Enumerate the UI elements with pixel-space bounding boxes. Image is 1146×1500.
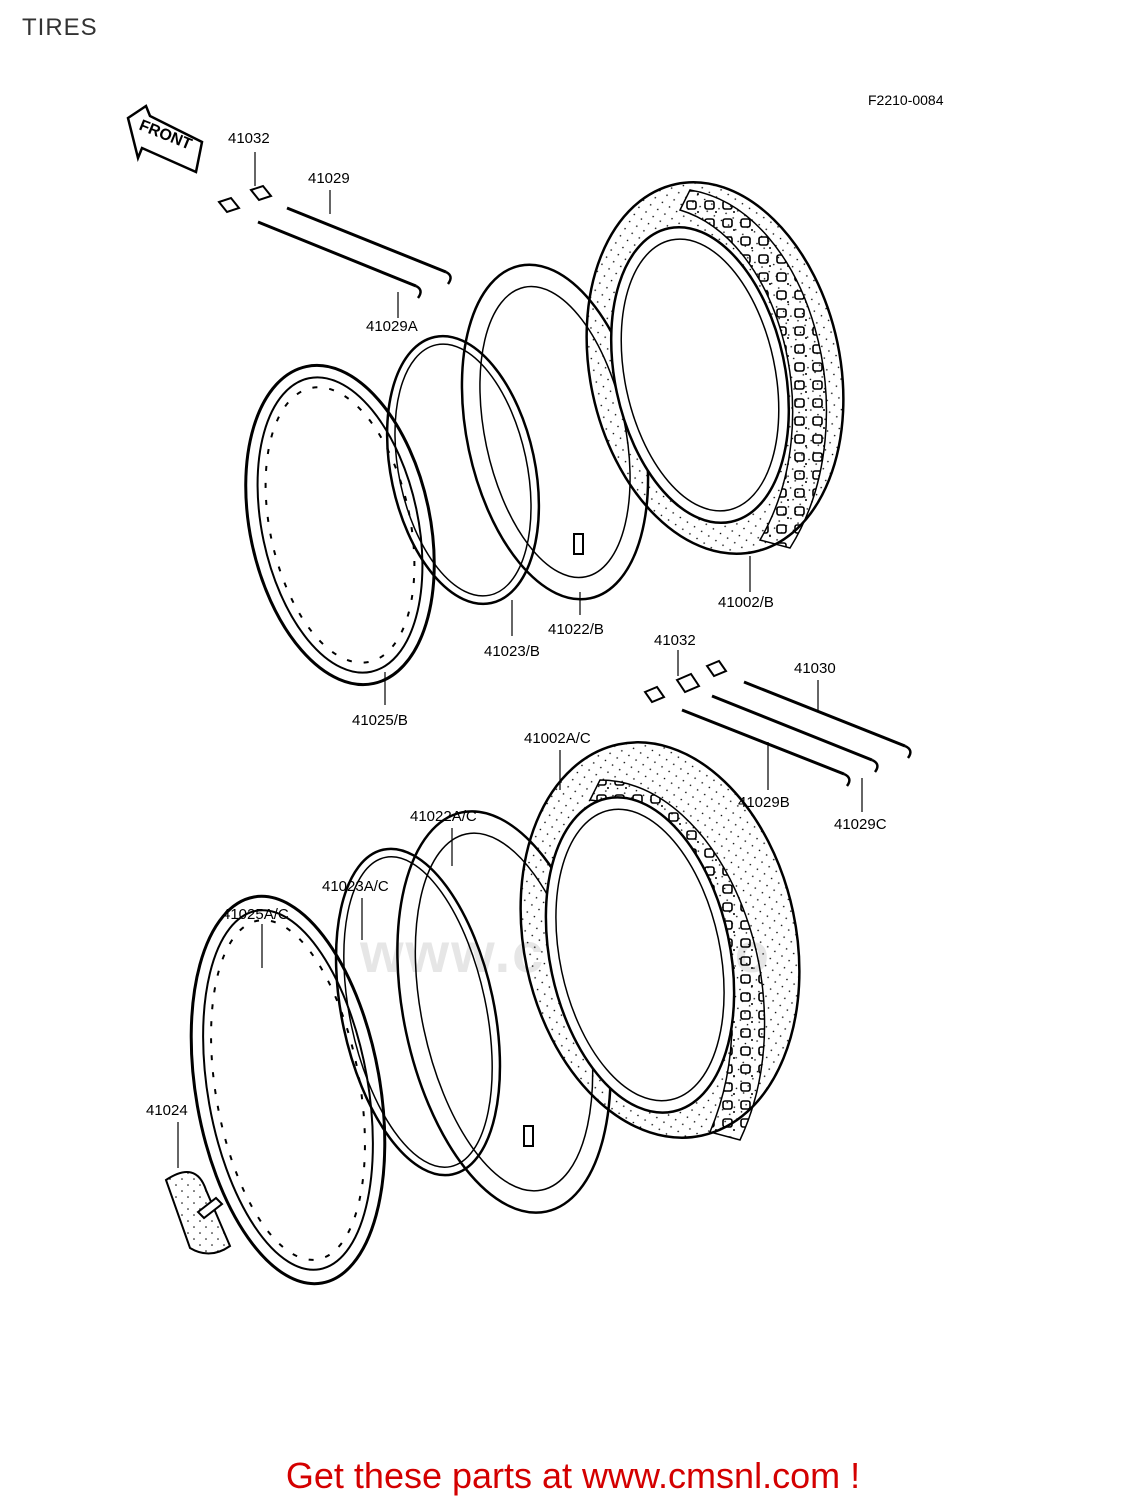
part-label-41024[interactable]: 41024 (146, 1102, 188, 1119)
part-label-41032-upper[interactable]: 41032 (228, 130, 270, 147)
part-label-41029A[interactable]: 41029A (366, 318, 418, 335)
part-label-41022AC[interactable]: 41022A/C (410, 808, 477, 825)
part-label-41029B[interactable]: 41029B (738, 794, 790, 811)
part-label-41023B[interactable]: 41023/B (484, 643, 540, 660)
lower-rim-band (334, 847, 502, 1177)
part-label-41023AC[interactable]: 41023A/C (322, 878, 389, 895)
part-label-41022B[interactable]: 41022/B (548, 621, 604, 638)
page-title: TIRES (22, 14, 98, 41)
exploded-parts-diagram: FRONT (126, 104, 912, 1286)
part-label-41002B[interactable]: 41002/B (718, 594, 774, 611)
rim-strip-piece (164, 1122, 232, 1255)
lower-tire (519, 741, 801, 1141)
front-arrow-icon: FRONT (126, 104, 204, 174)
part-label-41025AC[interactable]: 41025A/C (222, 906, 289, 923)
upper-spoke-set (217, 152, 452, 318)
figure-code: F2210-0084 (868, 92, 944, 108)
upper-tire (585, 181, 845, 592)
part-label-41030[interactable]: 41030 (794, 660, 836, 677)
part-label-41002AC[interactable]: 41002A/C (524, 730, 591, 747)
part-label-41029[interactable]: 41029 (308, 170, 350, 187)
footer-link[interactable]: Get these parts at www.cmsnl.com ! (285, 1455, 861, 1496)
part-label-41025B[interactable]: 41025/B (352, 712, 408, 729)
part-label-41032-lower[interactable]: 41032 (654, 632, 696, 649)
upper-rim (244, 363, 436, 705)
part-label-41029C[interactable]: 41029C (834, 816, 887, 833)
upper-rim-band (385, 334, 541, 636)
lower-spoke-set (643, 650, 912, 812)
